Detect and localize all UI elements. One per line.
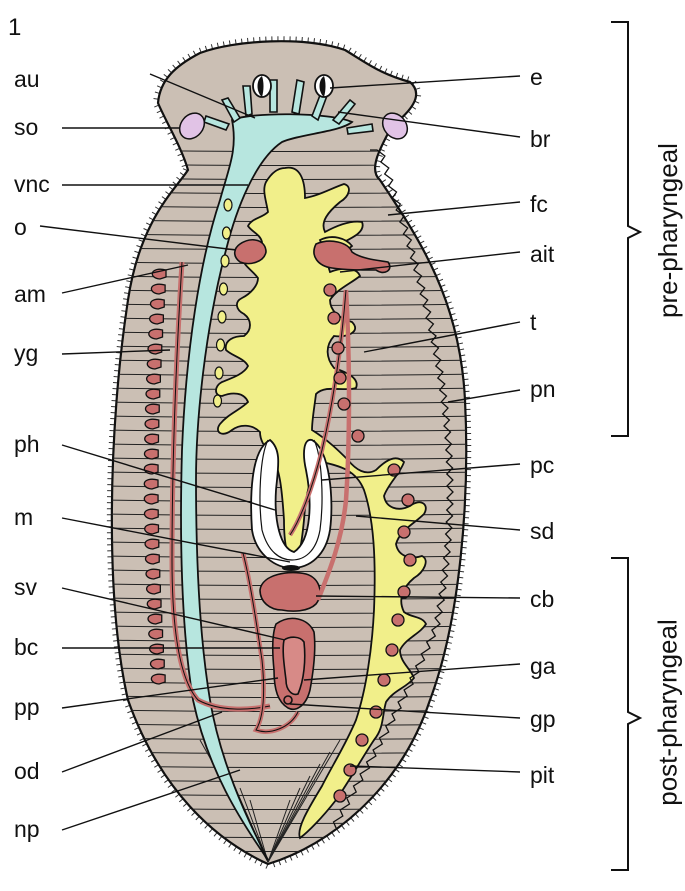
label-pc: pc bbox=[530, 454, 554, 477]
label-fc: fc bbox=[530, 193, 548, 216]
label-yg: yg bbox=[14, 342, 38, 365]
region-label-post-pharyngeal: post-pharyngeal bbox=[653, 619, 684, 805]
label-br: br bbox=[530, 128, 550, 151]
label-cb: cb bbox=[530, 588, 554, 611]
label-np: np bbox=[14, 818, 40, 841]
eye-right bbox=[315, 75, 333, 97]
bracket-pre-pharyngeal bbox=[611, 22, 640, 436]
label-sv: sv bbox=[14, 576, 37, 599]
region-label-pre-pharyngeal: pre-pharyngeal bbox=[652, 143, 683, 318]
label-e: e bbox=[530, 66, 543, 89]
label-pn: pn bbox=[530, 378, 556, 401]
eye-left bbox=[253, 75, 271, 97]
label-sd: sd bbox=[530, 520, 554, 543]
label-o: o bbox=[14, 216, 27, 239]
label-vnc: vnc bbox=[14, 173, 50, 196]
label-ph: ph bbox=[14, 433, 40, 456]
region-brackets bbox=[611, 22, 640, 870]
leader-line-fc bbox=[388, 202, 520, 215]
figure-number: 1 bbox=[8, 14, 21, 42]
label-ga: ga bbox=[530, 655, 556, 678]
label-gp: gp bbox=[530, 708, 556, 731]
label-so: so bbox=[14, 116, 38, 139]
label-am: am bbox=[14, 283, 46, 306]
label-bc: bc bbox=[14, 636, 38, 659]
label-ait: ait bbox=[530, 243, 554, 266]
label-pp: pp bbox=[14, 696, 40, 719]
label-od: od bbox=[14, 760, 40, 783]
label-pit: pit bbox=[530, 764, 554, 787]
mouth bbox=[282, 565, 300, 571]
label-au: au bbox=[14, 68, 40, 91]
bracket-post-pharyngeal bbox=[611, 558, 640, 870]
label-t: t bbox=[530, 311, 536, 334]
label-m: m bbox=[14, 506, 33, 529]
copulatory-bursa bbox=[260, 573, 320, 612]
